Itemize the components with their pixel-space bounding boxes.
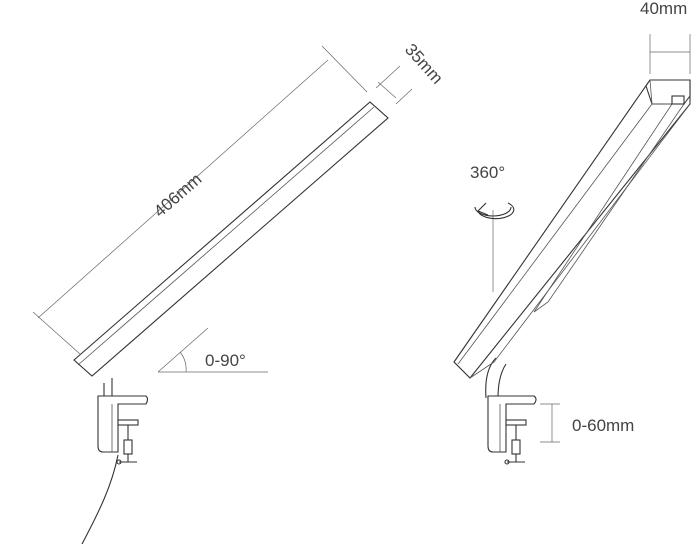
rotation-indicator: 360° [470, 163, 515, 292]
top-width-label: 40mm [640, 0, 687, 18]
clamp-range-label: 0-60mm [572, 416, 634, 435]
length-label: 406mm [150, 169, 205, 221]
left-lamp: 406mm 35mm 0-90° [32, 40, 447, 544]
left-stem [103, 378, 113, 398]
side-width-label: 35mm [401, 40, 447, 88]
right-clamp [487, 395, 537, 465]
right-lamp: 40mm 360° 0-60mm [453, 0, 691, 465]
left-clamp [97, 395, 149, 465]
side-width-dimension: 35mm [375, 40, 447, 105]
rotation-label: 360° [470, 163, 505, 182]
length-dimension: 406mm [32, 45, 368, 355]
clamp-range-dimension: 0-60mm [540, 403, 634, 443]
tilt-angle-label: 0-90° [205, 351, 246, 370]
rotation-arrow-icon [477, 202, 515, 220]
right-stem [485, 357, 507, 399]
left-light-bar [73, 101, 389, 377]
power-cable [81, 454, 119, 544]
tilt-angle-indicator: 0-90° [157, 327, 268, 373]
right-light-bar [453, 79, 691, 379]
top-width-dimension: 40mm [640, 0, 691, 74]
